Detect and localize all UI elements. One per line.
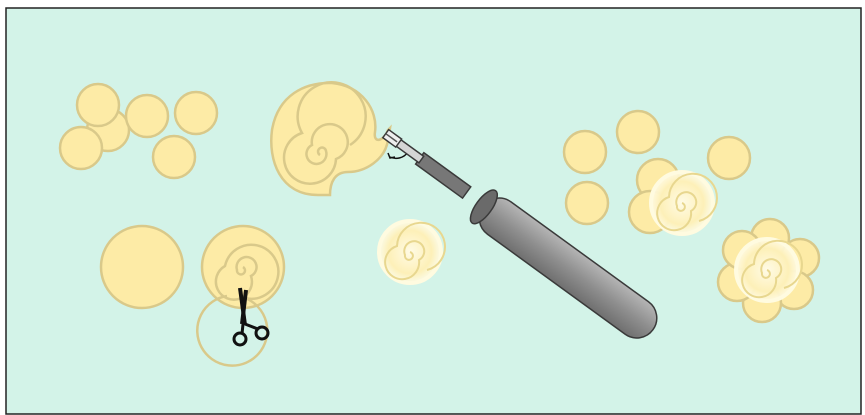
dough-large-circle [101,226,183,308]
background-panel [6,8,861,414]
